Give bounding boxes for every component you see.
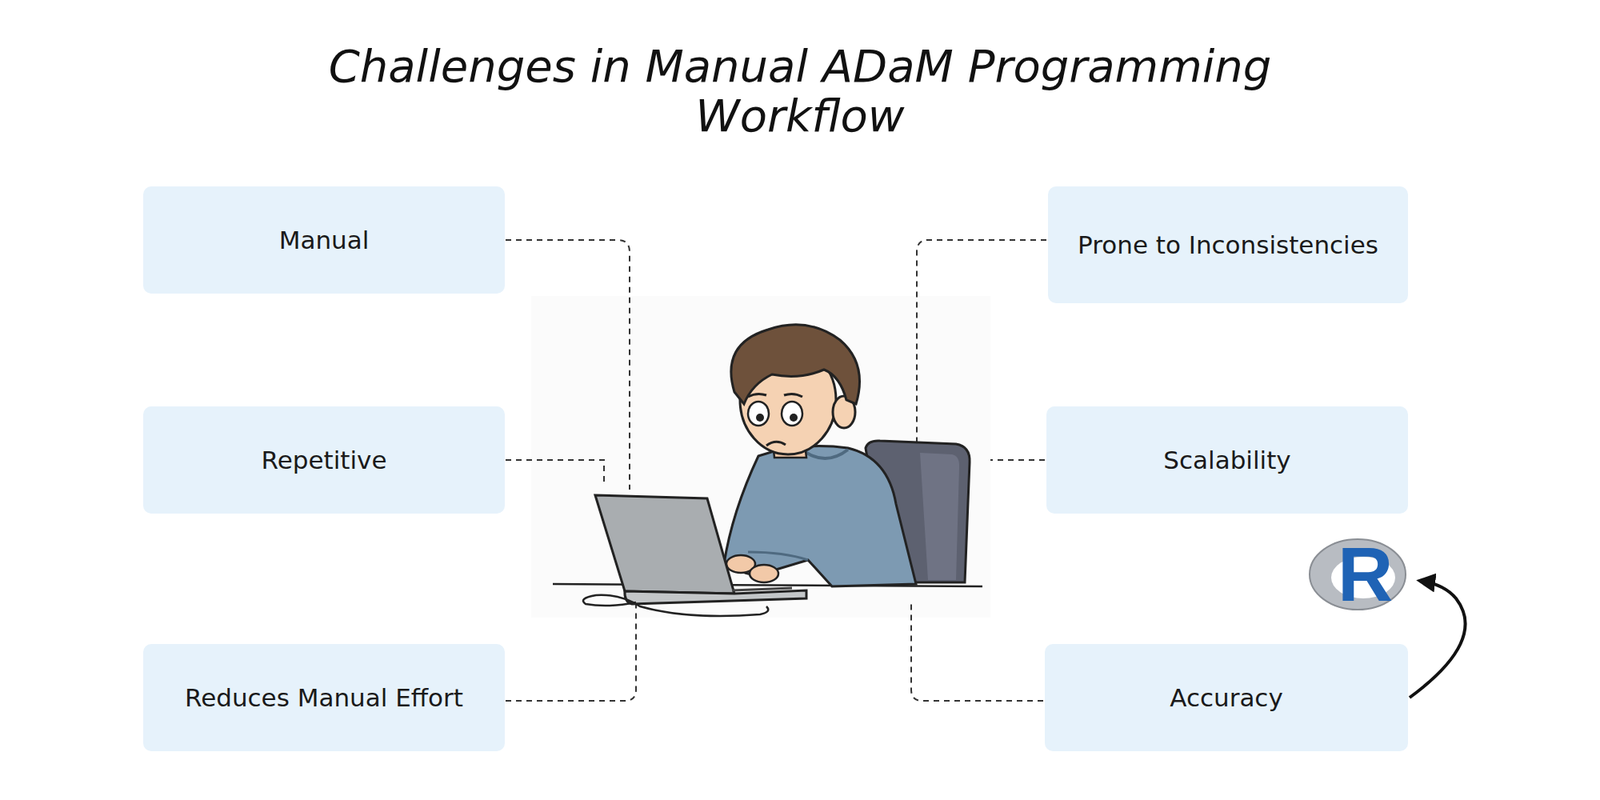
challenge-box: Manual	[143, 186, 505, 294]
challenge-box: Repetitive	[143, 406, 505, 514]
box-label: Reduces Manual Effort	[184, 684, 464, 712]
logo-letter: R	[1337, 536, 1393, 613]
illustration-ground	[531, 296, 991, 618]
text-stack: Prone to Inconsistencies	[1077, 231, 1379, 259]
text-stack: Reduces Manual Effort	[184, 684, 464, 712]
arrow	[1409, 580, 1466, 698]
challenge-box: Accuracy	[1044, 644, 1408, 752]
challenge-box: Reduces Manual Effort	[143, 644, 505, 752]
text-stack: Repetitive	[261, 446, 388, 474]
box-label: Scalability	[1163, 446, 1291, 474]
laptop	[583, 495, 807, 616]
text-stack: Scalability	[1163, 446, 1291, 474]
text-stack: Accuracy	[1169, 684, 1284, 712]
box-label: Accuracy	[1169, 684, 1284, 712]
challenge-box: Scalability	[1046, 406, 1408, 514]
person	[724, 324, 916, 587]
box-label: Manual	[279, 226, 370, 254]
challenge-box: Prone to Inconsistencies	[1048, 186, 1408, 304]
title: Challenges in Manual ADaM Programming Wo…	[240, 41, 1360, 141]
box-label: Prone to Inconsistencies	[1077, 231, 1379, 259]
box-label: Repetitive	[261, 446, 388, 474]
text-stack: Manual	[279, 226, 370, 254]
leader-lines	[505, 240, 1047, 701]
